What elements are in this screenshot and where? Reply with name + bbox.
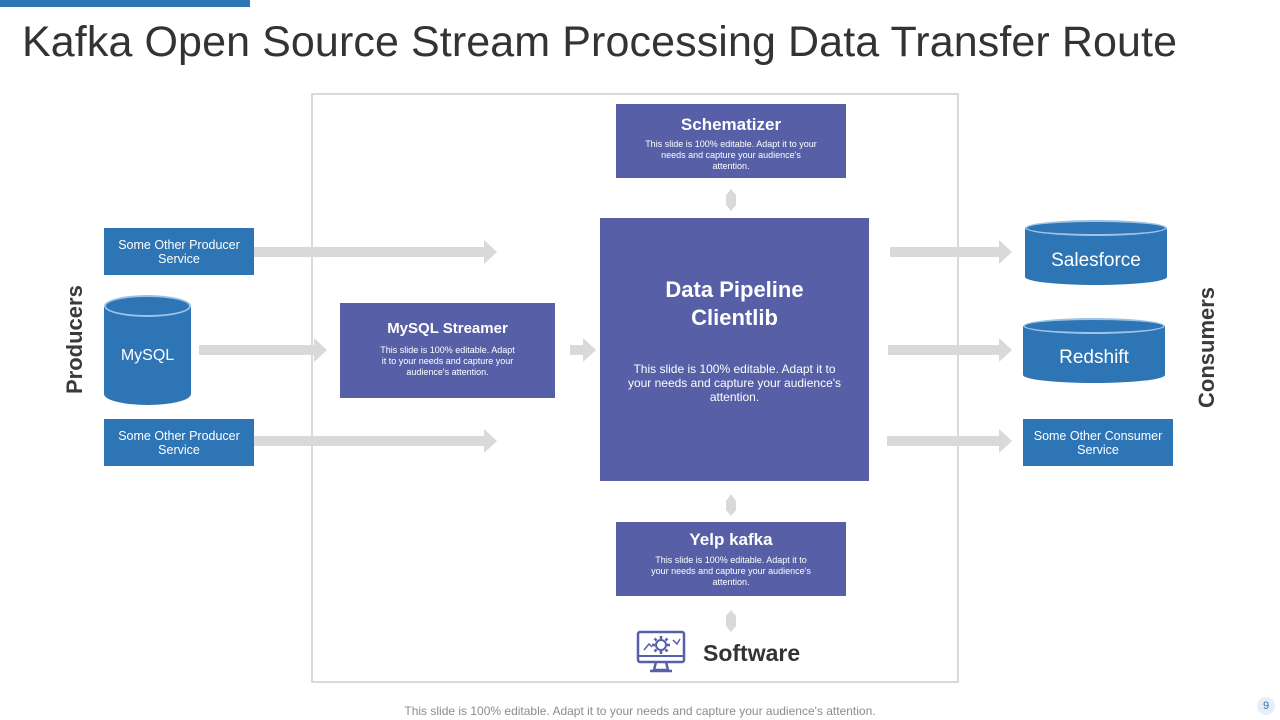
mysql-label: MySQL	[120, 347, 175, 364]
arrow-yelp-software	[726, 610, 736, 632]
producer-service-top: Some Other Producer Service	[104, 228, 254, 275]
arrow-producer-top	[254, 240, 497, 264]
arrow-consumer-service	[887, 429, 1012, 453]
redshift-cylinder: Redshift	[1023, 318, 1165, 383]
arrow-producer-bottom	[254, 429, 497, 453]
mysql-cylinder: MySQL	[104, 295, 191, 405]
yelp-kafka-heading: Yelp kafka	[689, 530, 773, 549]
producers-label: Producers	[62, 285, 87, 394]
pipeline-box: Data Pipeline Clientlib This slide is 10…	[600, 218, 869, 481]
schematizer-desc: This slide is 100% editable. Adapt it to…	[645, 139, 817, 171]
monitor-gear-icon	[636, 630, 686, 673]
arrow-redshift	[888, 338, 1012, 362]
arrow-schematizer-pipeline	[726, 189, 736, 211]
yelp-kafka-box: Yelp kafka This slide is 100% editable. …	[616, 522, 846, 596]
arrow-mysql-streamer	[199, 338, 327, 362]
pipeline-desc: This slide is 100% editable. Adapt it to…	[627, 362, 842, 404]
arrow-streamer-pipeline	[570, 338, 596, 362]
page-number: 9	[1257, 697, 1275, 715]
redshift-label: Redshift	[1059, 347, 1129, 368]
consumer-service: Some Other Consumer Service	[1023, 419, 1173, 466]
arrow-salesforce	[890, 240, 1012, 264]
mysql-streamer-box: MySQL Streamer This slide is 100% editab…	[340, 303, 555, 398]
consumers-label: Consumers	[1194, 286, 1219, 408]
schematizer-box: Schematizer This slide is 100% editable.…	[616, 104, 846, 178]
producer-service-bottom: Some Other Producer Service	[104, 419, 254, 466]
pipeline-heading: Data Pipeline Clientlib	[665, 277, 804, 330]
mysql-streamer-desc: This slide is 100% editable. Adapt it to…	[380, 345, 515, 377]
accent-bar	[0, 0, 250, 7]
kafka-frame	[311, 93, 959, 683]
salesforce-label: Salesforce	[1051, 250, 1141, 271]
page-title: Kafka Open Source Stream Processing Data…	[22, 18, 1178, 66]
yelp-kafka-desc: This slide is 100% editable. Adapt it to…	[651, 555, 811, 587]
arrow-pipeline-yelp	[726, 494, 736, 516]
salesforce-cylinder: Salesforce	[1025, 220, 1167, 285]
mysql-streamer-heading: MySQL Streamer	[387, 320, 508, 337]
footer-text: This slide is 100% editable. Adapt it to…	[404, 704, 876, 718]
software-label: Software	[703, 640, 801, 666]
schematizer-heading: Schematizer	[680, 115, 782, 134]
